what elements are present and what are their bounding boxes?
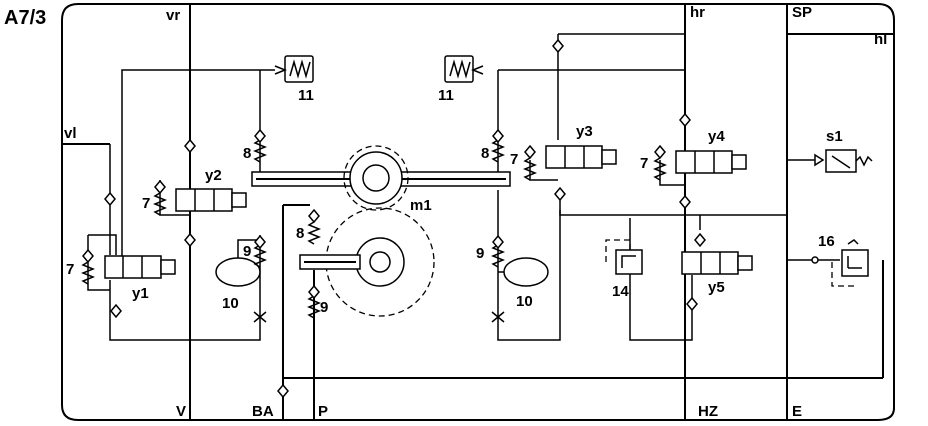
pump-center xyxy=(299,207,435,317)
label-7-y2: 7 xyxy=(142,195,150,212)
valve-y2 xyxy=(175,188,247,212)
port-hl: hl xyxy=(874,31,887,48)
spring-9-center xyxy=(306,295,322,319)
label-9-left: 9 xyxy=(243,243,251,260)
pressure-valve-14 xyxy=(605,239,643,275)
spring-9-right xyxy=(490,244,506,268)
line-y3-y4 xyxy=(559,195,787,216)
label-14: 14 xyxy=(612,283,629,300)
label-10-right: 10 xyxy=(516,293,533,310)
label-8-right: 8 xyxy=(481,145,489,162)
port-hr: hr xyxy=(690,4,705,21)
port-vl: vl xyxy=(64,125,77,142)
line-right-return xyxy=(497,190,561,341)
label-m1: m1 xyxy=(410,197,432,214)
port-vr: vr xyxy=(166,7,180,24)
label-7-y1: 7 xyxy=(66,261,74,278)
port-hz: HZ xyxy=(698,403,718,420)
label-7-y3: 7 xyxy=(510,151,518,168)
label-11-left: 11 xyxy=(298,87,314,104)
spring-7-y2 xyxy=(152,192,168,216)
restrictor-right xyxy=(491,311,505,323)
spring-8-center xyxy=(306,221,322,245)
line-y1-return xyxy=(109,235,261,341)
sheet-id: A7/3 xyxy=(4,7,46,29)
label-16: 16 xyxy=(818,233,835,250)
brake-cylinder-11-right xyxy=(444,55,484,83)
valve-y4 xyxy=(675,150,747,174)
port-sp: SP xyxy=(792,4,812,21)
label-y1: y1 xyxy=(132,285,149,302)
restrictor-left xyxy=(253,311,267,323)
label-9-right: 9 xyxy=(476,245,484,262)
label-y2: y2 xyxy=(205,167,222,184)
port-ba: BA xyxy=(252,403,274,420)
spring-7-y4 xyxy=(652,157,668,181)
check-valves xyxy=(82,38,706,399)
spring-8-left xyxy=(252,139,268,163)
line-y1-to-11 xyxy=(121,69,275,258)
schematic-frame xyxy=(61,3,895,421)
accumulator-left xyxy=(215,257,261,287)
label-9-center: 9 xyxy=(320,299,328,316)
port-p: P xyxy=(318,403,328,420)
label-8-left: 8 xyxy=(243,145,251,162)
label-y3: y3 xyxy=(576,123,593,140)
label-8-center: 8 xyxy=(296,225,304,242)
valve-y5 xyxy=(681,251,753,275)
label-11-right: 11 xyxy=(438,87,454,104)
line-14-loop xyxy=(629,218,693,341)
port-v: V xyxy=(176,403,186,420)
spring-7-y3 xyxy=(522,157,538,181)
label-y4: y4 xyxy=(708,128,725,145)
port-e: E xyxy=(792,403,802,420)
line-7-y1-top xyxy=(88,234,117,255)
brake-cylinder-11-left xyxy=(274,55,314,83)
spring-9-left xyxy=(252,244,268,268)
label-s1: s1 xyxy=(826,128,843,145)
spring-7-y1 xyxy=(80,261,96,285)
spring-8-right xyxy=(490,139,506,163)
label-y5: y5 xyxy=(708,279,725,296)
label-10-left: 10 xyxy=(222,295,239,312)
switch-s1 xyxy=(814,149,873,173)
pressure-switch-16 xyxy=(811,239,869,287)
motor-m1 xyxy=(251,145,511,211)
valve-y3 xyxy=(545,145,617,169)
line-acc-left xyxy=(237,239,260,258)
valve-y1 xyxy=(104,255,176,279)
accumulator-right xyxy=(503,257,549,287)
label-7-y4: 7 xyxy=(640,155,648,172)
line-7-y4 xyxy=(659,160,685,186)
